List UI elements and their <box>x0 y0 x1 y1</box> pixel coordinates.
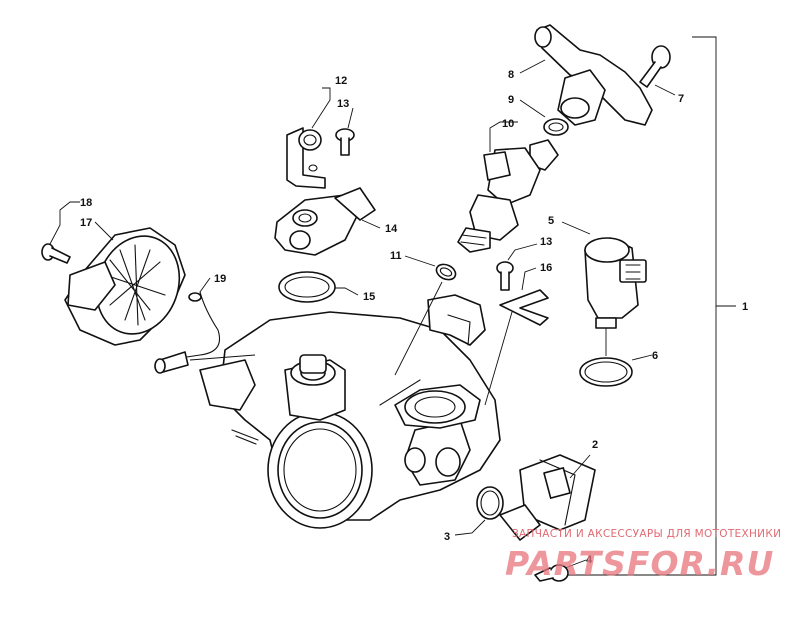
part-2-map-sensor <box>499 454 596 541</box>
callout-11: 11 <box>390 250 402 262</box>
part-16-clip <box>484 267 549 406</box>
part-13-screw-upper <box>335 107 355 156</box>
part-9-o-ring <box>519 99 569 136</box>
part-10-fuel-injector <box>457 121 559 253</box>
callout-19: 19 <box>214 273 226 285</box>
callout-13-lower: 13 <box>540 236 552 248</box>
callout-6: 6 <box>652 350 658 362</box>
callout-1: 1 <box>742 301 748 313</box>
watermark-tagline: ЗАПЧАСТИ И АКСЕССУАРЫ ДЛЯ МОТОТЕХНИКИ <box>512 528 781 540</box>
part-14-sensor <box>274 187 381 256</box>
callout-7: 7 <box>678 93 684 105</box>
part-11-o-ring <box>394 255 457 376</box>
callout-15: 15 <box>363 291 375 303</box>
assembly-bracket <box>560 36 736 576</box>
watermark: ЗАПЧАСТИ И АКСЕССУАРЫ ДЛЯ МОТОТЕХНИКИ PA… <box>505 528 781 583</box>
callout-9: 9 <box>508 94 514 106</box>
part-7-screw <box>639 45 676 96</box>
callout-3: 3 <box>444 531 450 543</box>
part-5-sensor <box>561 221 647 329</box>
part-4-screw <box>534 559 587 582</box>
part-8-fuel-rail <box>519 24 653 126</box>
part-12-bracket <box>286 87 331 189</box>
callout-8: 8 <box>508 69 514 81</box>
part-15-o-ring <box>278 271 359 303</box>
part-19-wire <box>154 277 256 374</box>
part-18-screw <box>41 201 80 264</box>
callout-5: 5 <box>548 215 554 227</box>
part-17-cover <box>64 221 186 346</box>
part-13-screw-lower <box>496 243 538 291</box>
callout-4: 4 <box>586 554 593 566</box>
callout-14: 14 <box>385 223 398 235</box>
callout-13-upper: 13 <box>337 98 349 110</box>
callout-16: 16 <box>540 262 552 274</box>
part-3-o-ring <box>454 486 504 536</box>
callout-18: 18 <box>80 197 92 209</box>
throttle-body <box>199 294 501 529</box>
part-6-o-ring <box>579 328 653 387</box>
watermark-brand: PARTSFOR.RU <box>505 544 774 583</box>
callout-10: 10 <box>502 118 514 130</box>
callout-17: 17 <box>80 217 92 229</box>
callout-12: 12 <box>335 75 347 87</box>
callout-labels: 1 2 3 4 5 6 7 8 9 10 11 12 13 13 14 15 1… <box>80 69 748 566</box>
callout-2: 2 <box>592 439 598 451</box>
